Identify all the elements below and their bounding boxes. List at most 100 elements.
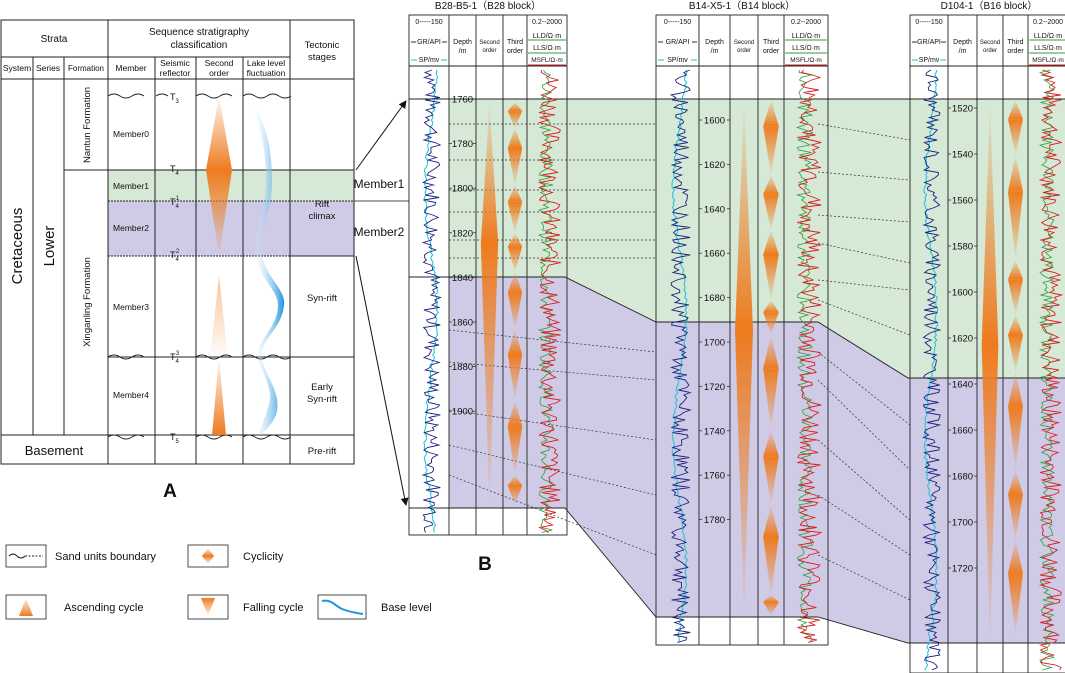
panel-b-label: B bbox=[478, 554, 492, 575]
member4-label: Member4 bbox=[113, 390, 149, 400]
gr-curve bbox=[922, 69, 942, 671]
third-order-cycle bbox=[507, 272, 523, 293]
third-order-cycle bbox=[1008, 494, 1023, 540]
well-3: D104-1（B16 block）0-----150GR/APISP/mvDep… bbox=[909, 0, 1065, 673]
third-order-cycle bbox=[507, 201, 523, 233]
arrow-top bbox=[355, 100, 407, 171]
basement-label: Basement bbox=[25, 443, 84, 458]
depth-label: 1800 bbox=[452, 184, 473, 195]
legend-cyclicity-icon bbox=[202, 548, 214, 556]
header-lake-2: fluctuation bbox=[247, 68, 286, 78]
depth-label: 1860 bbox=[452, 318, 473, 329]
header-second-2: order bbox=[209, 68, 229, 78]
third-order-cycle bbox=[763, 602, 779, 615]
depth-label: 1780 bbox=[452, 139, 473, 150]
gr-track-label: GR/API bbox=[666, 39, 690, 46]
legend-ascending: Ascending cycle bbox=[64, 602, 144, 614]
second-order-falling bbox=[735, 330, 753, 615]
third-order-cycle bbox=[1008, 119, 1023, 155]
depth-label: 1880 bbox=[452, 362, 473, 373]
header-seismic-2: reflector bbox=[160, 68, 191, 78]
reflector-t4: T4 bbox=[170, 164, 180, 177]
depth-label: 1760 bbox=[452, 95, 473, 106]
unconformity-top bbox=[107, 93, 292, 99]
header-second-1: Second bbox=[205, 58, 234, 68]
depth-header-1: Depth bbox=[453, 39, 472, 46]
depth-label: 1720 bbox=[704, 382, 725, 393]
third-order-cycle bbox=[763, 595, 779, 602]
gr-scale-label: 0-----150 bbox=[415, 19, 442, 26]
third-order-cycle bbox=[507, 147, 523, 185]
depth-label: 1620 bbox=[704, 160, 725, 171]
third-order-header-2: order bbox=[763, 48, 780, 55]
legend-falling: Falling cycle bbox=[243, 602, 304, 614]
third-order-cycle bbox=[507, 426, 523, 475]
depth-label: 1660 bbox=[952, 426, 973, 437]
tectonic-syn-rift: Syn-rift bbox=[307, 293, 337, 304]
lls-curve bbox=[537, 69, 555, 533]
well-title: D104-1（B16 block） bbox=[941, 0, 1038, 12]
tectonic-rift-climax-2: climax bbox=[309, 211, 336, 222]
third-order-cycle bbox=[1008, 260, 1023, 280]
third-order-cycle bbox=[1008, 334, 1023, 372]
legend-ascending-icon bbox=[19, 598, 33, 616]
sp-track-label: SP/mv bbox=[919, 57, 940, 64]
second-order-header-2: order bbox=[983, 48, 997, 54]
sand-unit-correlation-lines bbox=[448, 123, 911, 601]
depth-label: 1580 bbox=[952, 242, 973, 253]
sp-track-label: SP/mv bbox=[667, 57, 688, 64]
lld-curve bbox=[796, 69, 823, 643]
sp-curve bbox=[423, 69, 440, 533]
depth-label: 1520 bbox=[952, 104, 973, 115]
lld-curve bbox=[537, 69, 563, 533]
member3-label: Member3 bbox=[113, 302, 149, 312]
second-order-cycle-upper-falling bbox=[206, 170, 232, 256]
depth-header-1: Depth bbox=[705, 39, 724, 46]
msfl-track-label: MSFL/Ω·m bbox=[531, 57, 563, 64]
well-1: B28-B5-1（B28 block）0-----150GR/APISP/mvD… bbox=[408, 0, 568, 536]
header-lake-1: Lake level bbox=[247, 58, 285, 68]
third-order-cycle bbox=[763, 536, 779, 595]
third-order-cycle bbox=[507, 102, 523, 112]
third-order-cycle bbox=[763, 230, 779, 255]
third-order-cycle bbox=[1008, 540, 1023, 574]
third-order-cycle bbox=[507, 185, 523, 202]
third-order-header-1: Third bbox=[1008, 39, 1024, 46]
svg-text:T3: T3 bbox=[170, 92, 180, 105]
depth-label: 1560 bbox=[952, 196, 973, 207]
depth-label: 1900 bbox=[452, 407, 473, 418]
third-order-header-1: Third bbox=[763, 39, 779, 46]
panel-a-stratigraphy-table: Strata Sequence stratigraphy classificat… bbox=[0, 19, 355, 502]
svg-text:T5: T5 bbox=[170, 432, 180, 445]
system-label: Cretaceous bbox=[9, 208, 26, 285]
svg-text:T42: T42 bbox=[170, 249, 180, 263]
third-order-cycle bbox=[507, 111, 523, 128]
legend: Sand units boundary Cyclicity Ascending … bbox=[5, 544, 432, 620]
res-scale-label: 0.2--2000 bbox=[1033, 19, 1063, 26]
member2-label: Member2 bbox=[113, 223, 149, 233]
depth-label: 1680 bbox=[704, 293, 725, 304]
lld-track-label: LLD/Ω·m bbox=[533, 33, 561, 40]
second-order-cycle-upper-ascending bbox=[206, 96, 232, 170]
depth-label: 1720 bbox=[952, 564, 973, 575]
third-order-cycle bbox=[1008, 155, 1023, 192]
legend-base-level: Base level bbox=[381, 602, 432, 614]
lld-curve bbox=[1038, 69, 1064, 671]
unconformity-base bbox=[107, 434, 292, 440]
second-order-falling bbox=[480, 243, 499, 505]
third-order-cycle bbox=[1008, 573, 1023, 635]
third-order-cycle bbox=[1008, 470, 1023, 495]
lake-level-curve bbox=[250, 100, 285, 435]
series-label: Lower bbox=[41, 226, 58, 267]
tectonic-early-1: Early bbox=[311, 382, 333, 393]
second-order-ascending bbox=[735, 103, 753, 330]
legend-sand-boundary: Sand units boundary bbox=[55, 551, 156, 563]
third-order-header-1: Third bbox=[507, 39, 523, 46]
second-order-ascending bbox=[480, 103, 499, 243]
lls-track-label: LLS/Ω·m bbox=[533, 45, 561, 52]
lls-track-label: LLS/Ω·m bbox=[792, 45, 820, 52]
depth-label: 1660 bbox=[704, 249, 725, 260]
third-order-cycle bbox=[1008, 191, 1023, 260]
second-order-falling bbox=[981, 345, 999, 645]
gr-track-label: GR/API bbox=[917, 39, 941, 46]
